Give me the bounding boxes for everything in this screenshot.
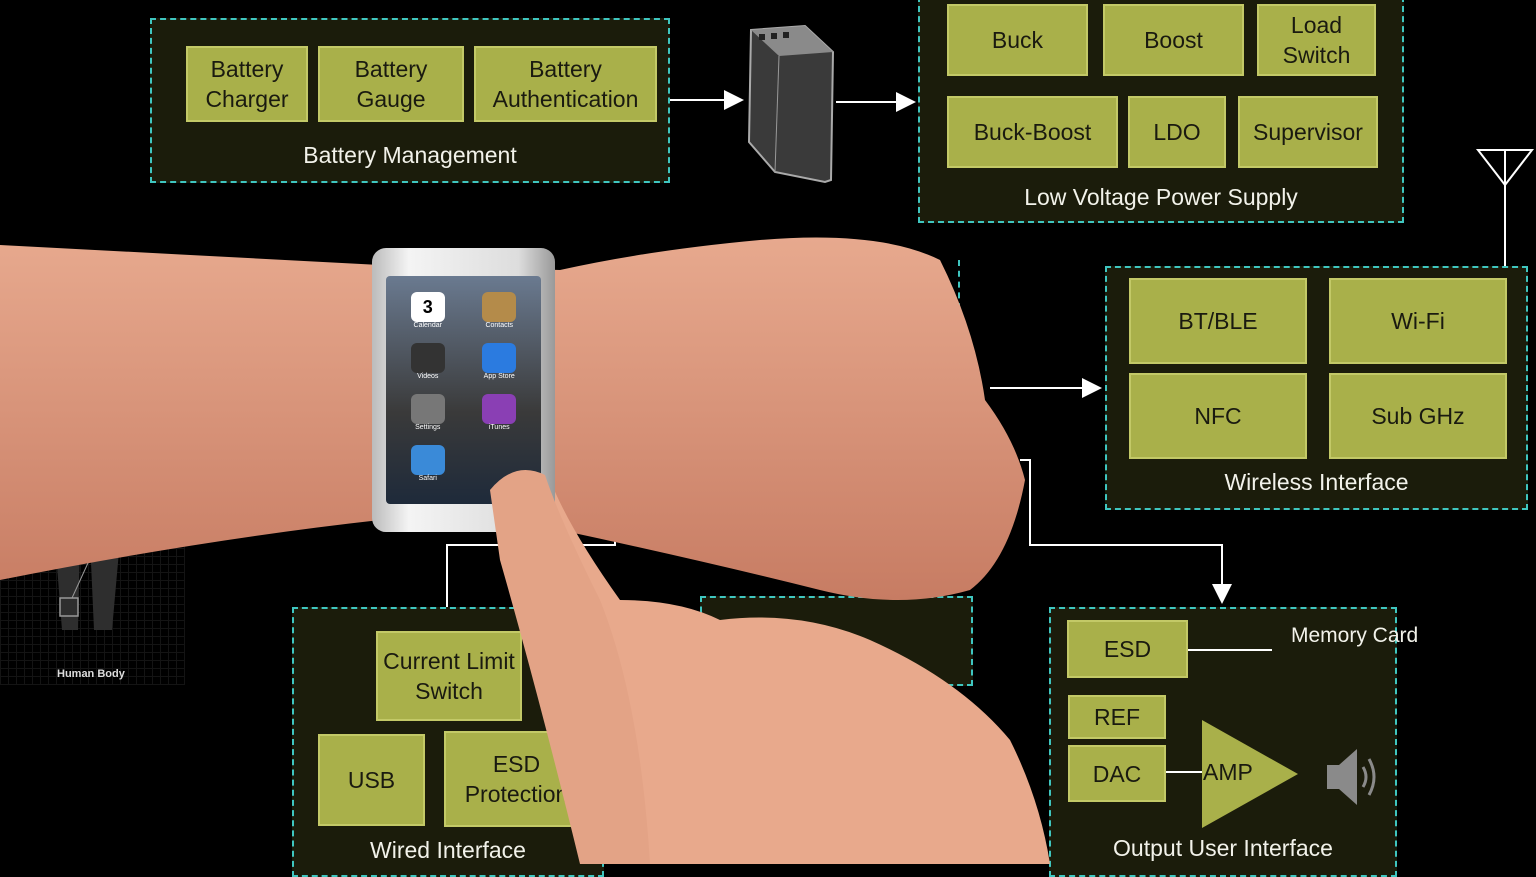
wireless-group: BT/BLE Wi-Fi NFC Sub GHz Wireless Interf… bbox=[1105, 266, 1528, 510]
human-body-label: Human Body bbox=[57, 668, 125, 680]
amp-triangle bbox=[1202, 720, 1298, 828]
app-contacts[interactable]: Contacts bbox=[464, 292, 536, 329]
wireless-title: Wireless Interface bbox=[1224, 469, 1409, 495]
power-supply-title: Low Voltage Power Supply bbox=[1024, 184, 1298, 210]
antenna-icon bbox=[1475, 149, 1535, 187]
esd-protection-block: ESD Protection bbox=[444, 731, 589, 827]
bt-ble-block: BT/BLE bbox=[1129, 278, 1307, 364]
arrow-output bbox=[1020, 459, 1232, 604]
speaker-icon bbox=[1327, 749, 1376, 805]
app-safari[interactable]: Safari bbox=[392, 445, 464, 482]
current-limit-switch-block: Current Limit Switch bbox=[376, 631, 522, 721]
nfc-block: NFC bbox=[1129, 373, 1307, 459]
esd-block: ESD bbox=[1067, 620, 1188, 678]
wired-title: Wired Interface bbox=[370, 837, 526, 863]
battery-management-group: Battery Charger Battery Gauge Battery Au… bbox=[150, 18, 670, 183]
usb-block: USB bbox=[318, 734, 425, 826]
power-supply-group: Buck Boost Load Switch Buck-Boost LDO Su… bbox=[918, 0, 1404, 223]
buck-block: Buck bbox=[947, 4, 1088, 76]
buck-boost-block: Buck-Boost bbox=[947, 96, 1118, 168]
output-group: ESD Memory Card REF DAC AMP Output User … bbox=[1049, 607, 1418, 877]
battery-gauge-block: Battery Gauge bbox=[318, 46, 464, 122]
dac-block: DAC bbox=[1068, 745, 1166, 802]
ldo-block: LDO bbox=[1128, 96, 1226, 168]
amp-label: AMP bbox=[1203, 759, 1253, 785]
memory-card-label: Memory Card bbox=[1291, 624, 1419, 647]
boost-block: Boost bbox=[1103, 4, 1244, 76]
battery-management-title: Battery Management bbox=[303, 142, 517, 168]
app-videos[interactable]: Videos bbox=[392, 343, 464, 380]
battery-charger-block: Battery Charger bbox=[186, 46, 308, 122]
ref-block: REF bbox=[1068, 695, 1166, 739]
supervisor-block: Supervisor bbox=[1238, 96, 1378, 168]
battery-icon bbox=[747, 24, 835, 184]
sub-ghz-block: Sub GHz bbox=[1329, 373, 1507, 459]
battery-authentication-block: Battery Authentication bbox=[474, 46, 657, 122]
app-settings[interactable]: Settings bbox=[392, 394, 464, 431]
output-title: Output User Interface bbox=[1113, 835, 1333, 861]
wifi-block: Wi-Fi bbox=[1329, 278, 1507, 364]
app-app-store[interactable]: App Store bbox=[464, 343, 536, 380]
load-switch-block: Load Switch bbox=[1257, 4, 1376, 76]
app-itunes[interactable]: iTunes bbox=[464, 394, 536, 431]
